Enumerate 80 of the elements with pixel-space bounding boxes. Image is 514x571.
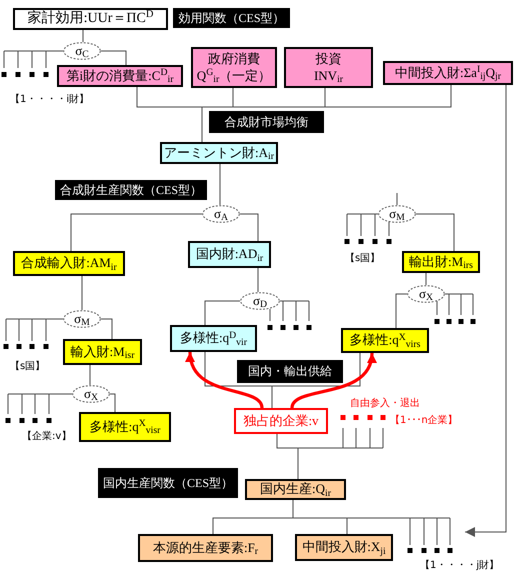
variable-box (245, 479, 346, 500)
node-label: 国内・輸出供給 (248, 364, 332, 378)
heading-banner (237, 360, 343, 383)
node-label: 中間投入財:X$_{ji}$ (302, 539, 386, 554)
elasticity-ellipse (240, 292, 280, 310)
elasticity-ellipse (202, 205, 240, 223)
connector-line (70, 214, 202, 252)
node-label: 政府消費 (208, 51, 260, 66)
elasticity-ellipse (378, 205, 416, 223)
elasticity-ellipse (63, 310, 101, 328)
variable-box (138, 534, 273, 562)
connector-line (110, 394, 116, 412)
range-note: 【1･･･n企業】 (390, 415, 458, 426)
sigma-label: σ$_{M}$ (74, 310, 90, 326)
curved-arrow (290, 352, 376, 408)
node-label: 効用関数（CES型） (178, 10, 284, 24)
range-note: 【s国】 (345, 253, 380, 264)
connector-line (100, 318, 112, 340)
connector-line (416, 214, 454, 252)
connector-line (240, 214, 258, 242)
sigma-label: σ$_{A}$ (214, 206, 228, 221)
connector-line (396, 192, 398, 206)
variable-box (13, 251, 125, 276)
node-label: 家計効用:UUr＝ΠC$^{D}$ (28, 11, 154, 26)
heading-banner (98, 468, 238, 498)
node-label: 合成財市場均衡 (224, 114, 308, 128)
formula-box (13, 8, 168, 30)
range-note: 【s国】 (10, 361, 46, 372)
variable-box (402, 251, 480, 273)
connector-line (272, 352, 360, 408)
heading-banner (209, 111, 324, 133)
node-label: 中間投入財:Σa$^{I}$$_{ij}$Q$_{jr}$ (395, 64, 501, 80)
range-note: 【1・・・・j財】 (420, 560, 500, 571)
connector-line (204, 300, 240, 326)
node-label: 国内財:AD$_{ir}$ (196, 246, 264, 262)
arrow (464, 84, 506, 537)
variable-box (160, 142, 278, 164)
variable-box (79, 412, 171, 442)
connector-line (82, 30, 84, 42)
node-label: Q$^{G}$$_{ir}$（一定） (196, 68, 272, 82)
connector-line (100, 50, 126, 66)
variable-box (63, 339, 142, 365)
node-label: アーミントン財:A$_{ir}$ (164, 144, 274, 160)
variable-box (170, 325, 257, 352)
sigma-label: σ$_{X}$ (418, 286, 434, 301)
variable-box (284, 47, 373, 88)
node-label: 独占的企業:v (243, 412, 319, 428)
connector-line (202, 84, 452, 142)
node-label: 合成財生産関数（CES型） (60, 182, 202, 196)
variable-box (57, 65, 183, 87)
variable-box (191, 47, 277, 88)
heading-banner (173, 8, 290, 28)
node-label: 輸出財:M$_{irs}$ (409, 254, 473, 269)
variable-box (383, 61, 513, 85)
sigma-label: σ$_{X}$ (84, 386, 98, 401)
connector-line (292, 500, 348, 534)
node-label: 国内生産:Q$_{ir}$ (260, 481, 331, 496)
sigma-label: σ$_{C}$ (75, 42, 89, 58)
range-note: 【企業:v】 (22, 431, 72, 442)
sigma-label: σ$_{M}$ (389, 206, 405, 221)
elasticity-ellipse (72, 385, 110, 403)
node-label: 輸入財:M$_{isr}$ (70, 344, 134, 359)
connector-line (276, 434, 298, 480)
firm-box (234, 408, 328, 434)
annotation-text: 自由参入・退出 (350, 398, 420, 409)
connector-line (396, 294, 408, 328)
node-label: INV$_{ir}$ (314, 68, 344, 82)
curved-arrow (186, 352, 264, 408)
node-label: 合成輸入財:AM$_{ir}$ (21, 255, 117, 270)
heading-banner (55, 180, 207, 200)
variable-box (188, 241, 271, 268)
variable-box (341, 328, 429, 353)
range-note: 【1・・・・i財】 (10, 94, 90, 105)
elasticity-ellipse (63, 42, 101, 60)
variable-box (295, 534, 393, 561)
elasticity-ellipse (407, 285, 445, 303)
node-label: 投資 (316, 51, 342, 66)
node-label: 国内生産関数（CES型） (102, 476, 233, 490)
sigma-label: σ$_{D}$ (252, 292, 268, 308)
node-label: 本源的生産要素:F$_{r}$ (152, 540, 258, 555)
